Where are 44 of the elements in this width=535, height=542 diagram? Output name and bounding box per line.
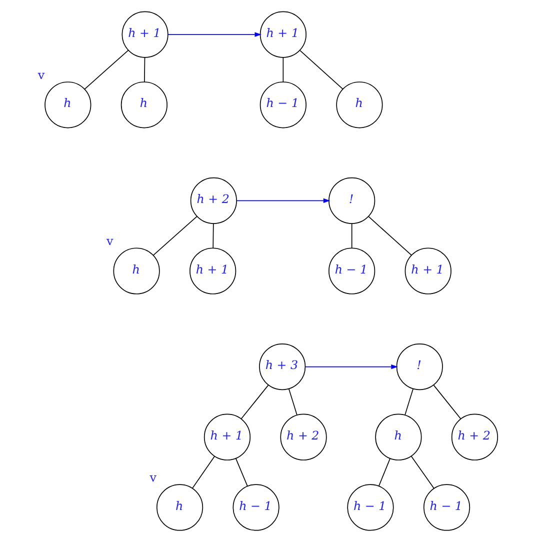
node-circle: h + 2 (451, 414, 498, 460)
connector (368, 216, 412, 256)
connector (404, 388, 414, 416)
connector (192, 456, 215, 489)
connector (351, 223, 352, 249)
connector (378, 458, 390, 486)
node-circle: h − 1 (328, 248, 376, 294)
connector (235, 458, 248, 486)
connector (282, 57, 284, 82)
node-circle: h − 1 (260, 82, 306, 128)
connector (300, 50, 344, 90)
connector (410, 456, 434, 489)
node-circle: h + 3 (259, 343, 306, 390)
node-circle: h (113, 248, 160, 294)
connector (84, 50, 129, 90)
node-label: v (106, 234, 114, 248)
node-circle: h (156, 484, 204, 531)
node-circle: h − 1 (347, 484, 394, 531)
node-circle: h − 1 (232, 484, 280, 531)
node-circle: h + 1 (122, 11, 168, 58)
node-circle: h + 1 (260, 11, 306, 58)
node-circle: h + 1 (190, 248, 236, 294)
connector (152, 216, 198, 256)
connector (288, 388, 298, 416)
node-label: v (38, 68, 45, 82)
node-circle: h (44, 82, 92, 128)
node-circle: h (336, 82, 383, 128)
connector (144, 57, 146, 82)
node-circle: ! (328, 177, 376, 224)
connector (433, 384, 462, 420)
node-circle: h + 2 (280, 414, 327, 460)
node-circle: h (120, 82, 168, 128)
node-circle: h (375, 414, 422, 460)
node-circle: h − 1 (423, 484, 470, 531)
node-circle: h + 1 (204, 414, 251, 460)
arrow (304, 364, 398, 370)
node-circle: ! (396, 343, 443, 390)
connector (212, 223, 214, 249)
arrow (168, 32, 262, 37)
node-label: v (150, 470, 156, 484)
node-circle: h + 2 (190, 177, 237, 224)
arrow (236, 198, 330, 204)
connector (240, 384, 269, 420)
node-circle: h + 1 (404, 248, 452, 294)
